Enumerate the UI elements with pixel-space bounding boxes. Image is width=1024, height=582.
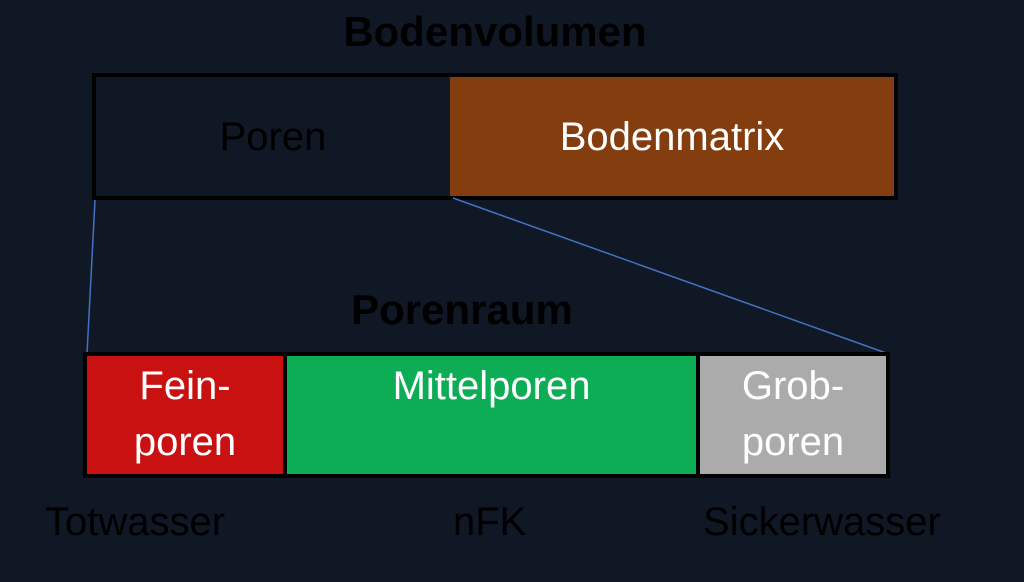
segment-mittelporen-label: Mittelporen [392, 364, 591, 408]
segment-mittelporen: Mittelporen [283, 356, 696, 474]
bodenvolumen-title: Bodenvolumen [343, 8, 647, 55]
label-totwasser: Totwasser [45, 500, 226, 544]
label-sickerwasser: Sickerwasser [703, 500, 941, 544]
segment-feinporen-label: Fein- poren [133, 364, 237, 464]
segment-bodenmatrix-label: Bodenmatrix [559, 114, 785, 159]
segment-grobporen-label: Grob- poren [741, 364, 845, 464]
segment-bodenmatrix: Bodenmatrix [450, 77, 894, 196]
porenraum-title: Porenraum [351, 286, 573, 333]
segment-poren: Poren [96, 77, 450, 196]
porenraum-bar: Fein- poren Mittelporen Grob- poren [83, 352, 890, 478]
segment-grobporen: Grob- poren [696, 356, 886, 474]
label-nfk: nFK [453, 500, 527, 544]
segment-poren-label: Poren [219, 114, 327, 159]
bodenvolumen-bar: Poren Bodenmatrix [92, 73, 898, 200]
segment-feinporen: Fein- poren [87, 356, 283, 474]
